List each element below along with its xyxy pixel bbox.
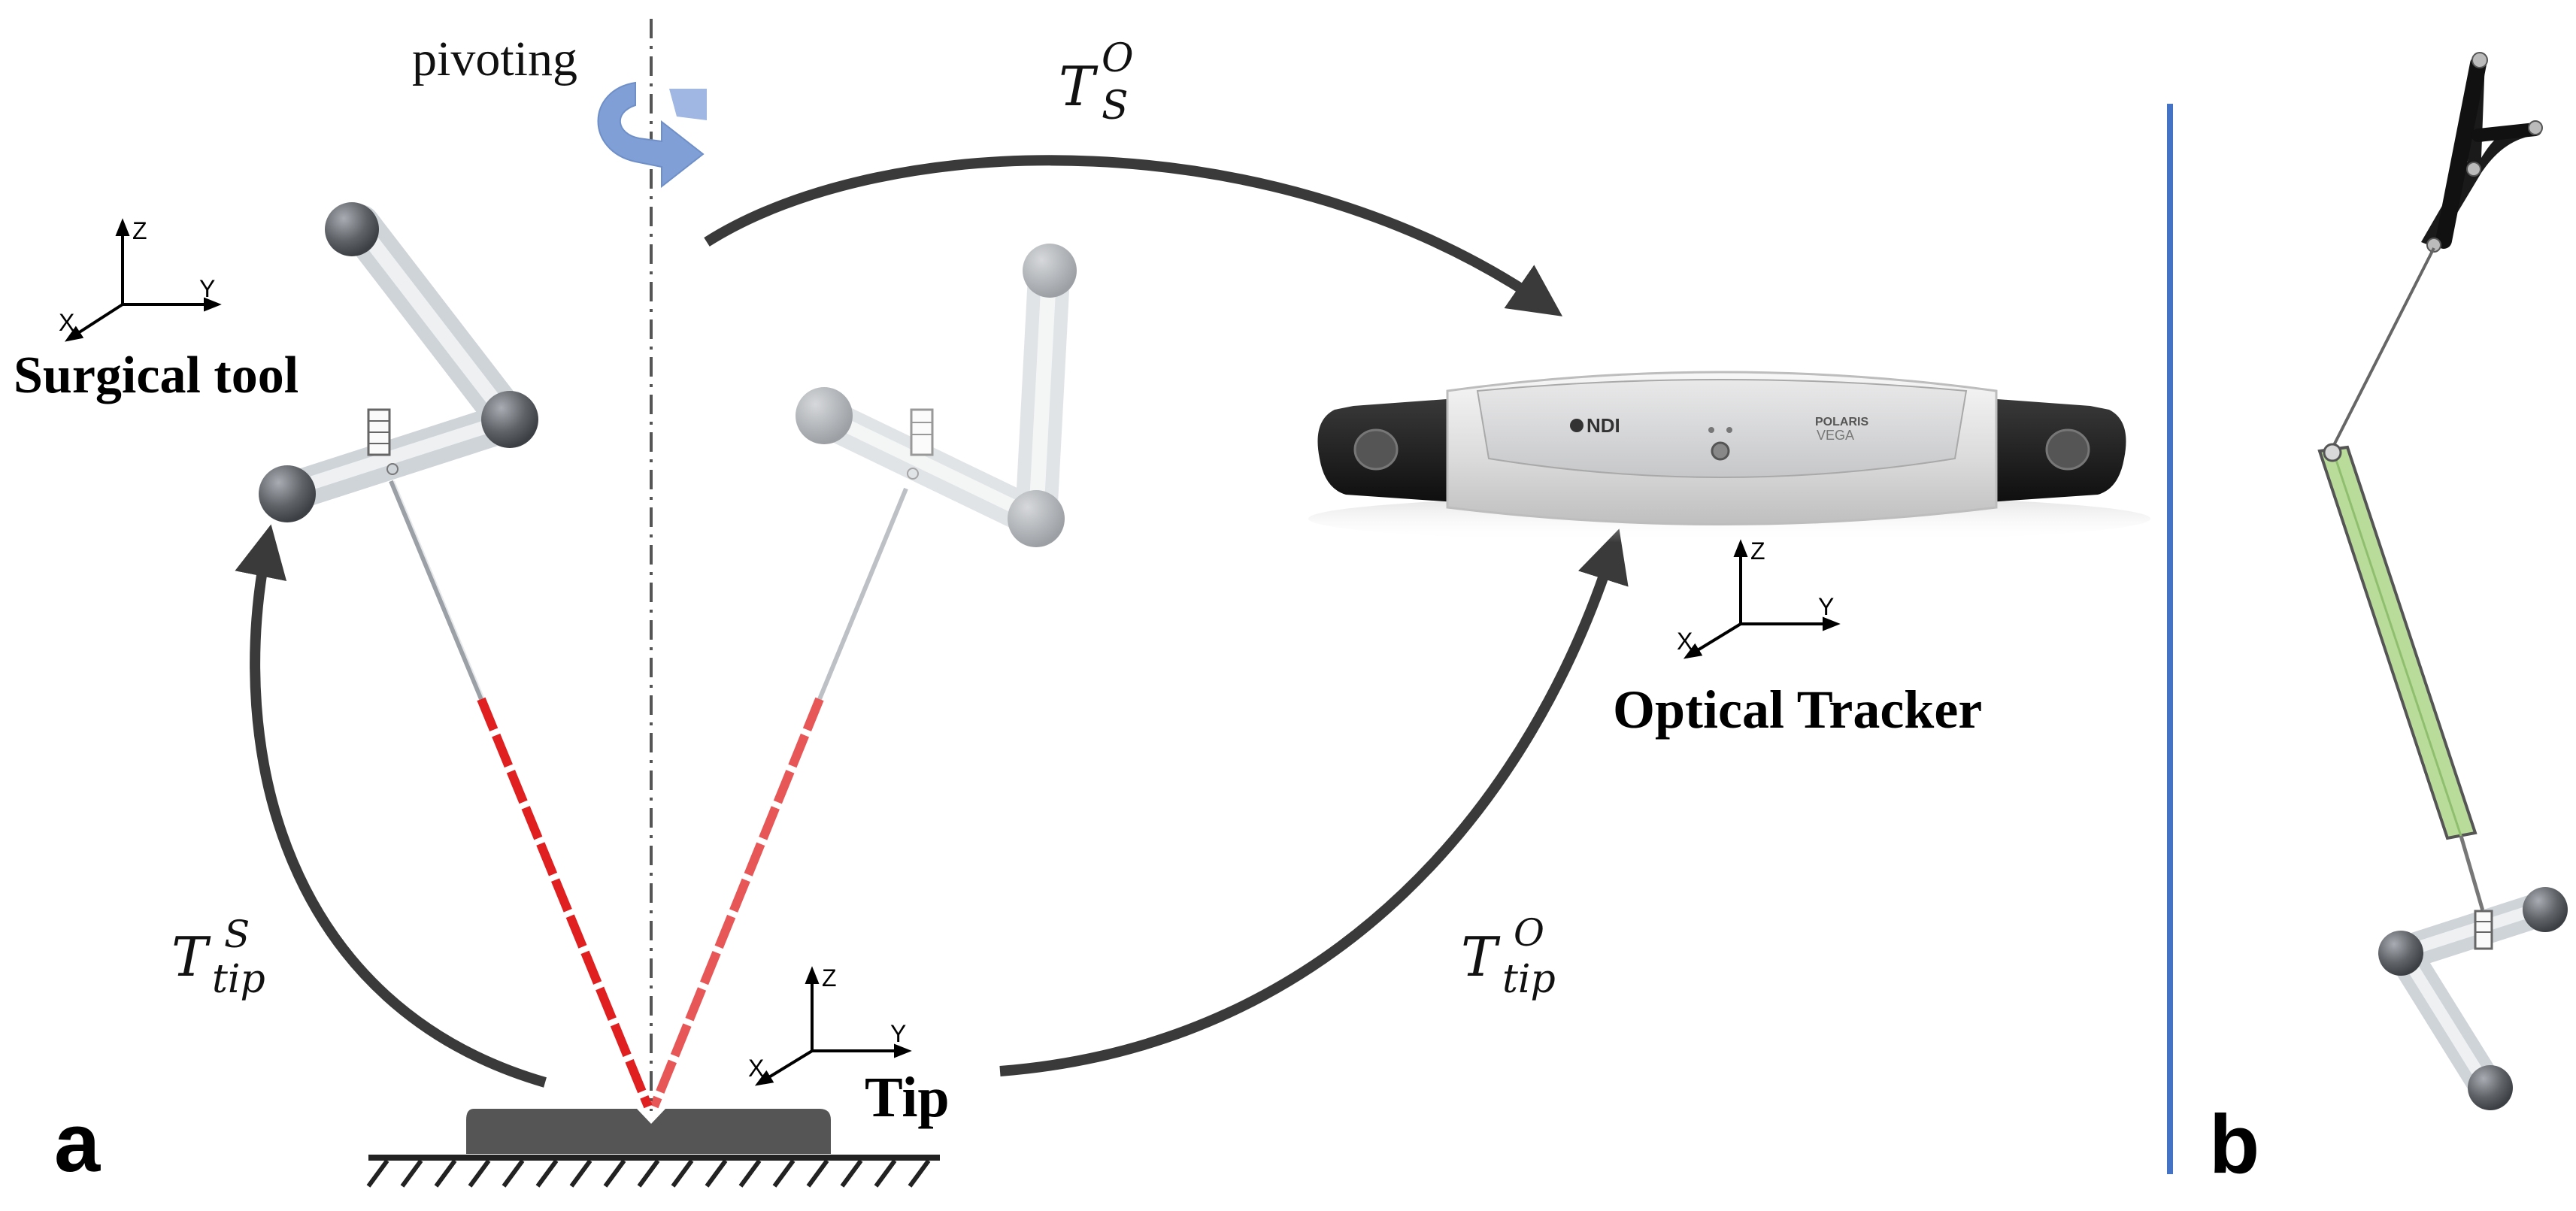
transform-base: T bbox=[1059, 55, 1099, 118]
axes-tip: Z Y X bbox=[748, 964, 912, 1086]
tool-with-sleeve bbox=[2317, 52, 2568, 1110]
marker-sphere bbox=[2523, 887, 2568, 932]
tip-label: Tip bbox=[865, 1066, 950, 1129]
marker-sphere bbox=[1008, 490, 1065, 547]
axis-label-x: X bbox=[748, 1055, 764, 1082]
marker-sphere bbox=[481, 391, 538, 448]
vega-brand-text: VEGA bbox=[1817, 428, 1854, 443]
arrow-tool-to-tracker bbox=[704, 155, 1563, 316]
transform-label-t-s-o: T O S bbox=[1059, 36, 1134, 129]
marker-sphere bbox=[796, 387, 853, 444]
rotation-arrow-icon bbox=[597, 81, 707, 189]
axis-label-y: Y bbox=[1818, 593, 1834, 620]
transform-label-t-tip-o: T O tip bbox=[1461, 911, 1556, 1002]
arrow-tip-to-tool bbox=[235, 524, 547, 1088]
ndi-logo-icon bbox=[1570, 419, 1583, 432]
ndi-brand-text: NDI bbox=[1587, 414, 1620, 437]
panel-label-a: a bbox=[54, 1097, 101, 1189]
transform-sup: S bbox=[224, 913, 250, 956]
transform-sub: tip bbox=[212, 957, 265, 1002]
axis-label-z: Z bbox=[132, 217, 147, 244]
pivoting-label: pivoting bbox=[412, 32, 577, 86]
marker-sphere bbox=[2378, 931, 2423, 976]
axis-label-y: Y bbox=[199, 275, 215, 302]
surgical-tool-left bbox=[259, 202, 653, 1109]
marker-sphere bbox=[2468, 1065, 2513, 1110]
axis-label-y: Y bbox=[890, 1020, 906, 1047]
transform-sup: O bbox=[1102, 36, 1134, 81]
axes-surgical-tool: Z Y X bbox=[59, 217, 222, 342]
arrow-tip-to-tracker bbox=[999, 528, 1629, 1076]
shaft-tracked-segment bbox=[650, 697, 824, 1109]
axis-label-z: Z bbox=[1750, 537, 1765, 565]
transform-label-t-tip-s: T S tip bbox=[171, 913, 265, 1002]
surgical-tool-right-ghost bbox=[650, 244, 1077, 1109]
transform-sub: tip bbox=[1502, 957, 1556, 1002]
axis-label-x: X bbox=[59, 309, 74, 336]
axis-label-x: X bbox=[1677, 628, 1693, 655]
optical-tracker-label: Optical Tracker bbox=[1613, 680, 1982, 740]
axes-optical-tracker: Z Y X bbox=[1677, 537, 1841, 659]
transform-sub: S bbox=[1102, 83, 1129, 129]
polaris-brand-text: POLARIS bbox=[1815, 416, 1868, 428]
optical-tracker-device: NDI POLARIS VEGA bbox=[1308, 371, 2150, 543]
shaft-tracked-segment bbox=[477, 697, 653, 1109]
pivot-base bbox=[366, 1109, 940, 1188]
surgical-tool-label: Surgical tool bbox=[14, 347, 299, 404]
marker-sphere bbox=[325, 202, 379, 256]
marker-sphere bbox=[1023, 244, 1077, 298]
transform-base: T bbox=[171, 925, 211, 988]
axis-label-z: Z bbox=[822, 964, 837, 992]
transform-sup: O bbox=[1514, 911, 1544, 955]
marker-sphere bbox=[259, 465, 316, 522]
panel-label-b: b bbox=[2209, 1098, 2259, 1191]
transform-base: T bbox=[1461, 925, 1501, 988]
